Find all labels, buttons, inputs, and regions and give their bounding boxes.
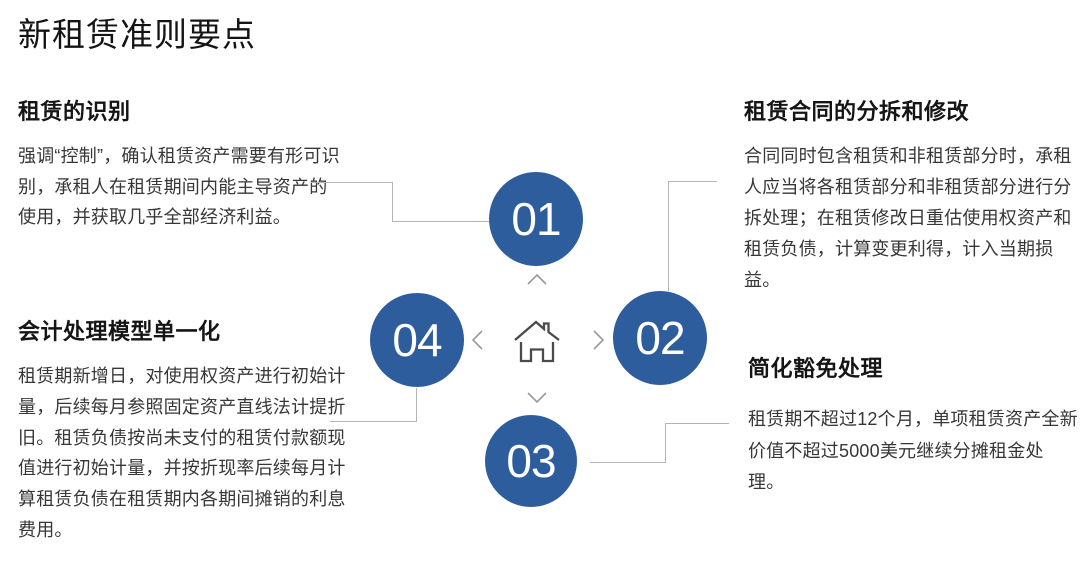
page-title: 新租赁准则要点	[18, 16, 256, 53]
section-title: 租赁合同的分拆和修改	[744, 99, 970, 124]
connector-02-v	[668, 181, 669, 291]
section-lease-identification: 租赁的识别 强调“控制”，确认租赁资产需要有形可识别，承租人在租赁期间内能主导资…	[18, 94, 340, 233]
node-number: 02	[635, 312, 685, 364]
chevron-left-icon	[471, 329, 484, 351]
node-circle-01: 01	[489, 172, 583, 266]
section-body: 强调“控制”，确认租赁资产需要有形可识别，承租人在租赁期间内能主导资产的使用，并…	[18, 146, 340, 227]
node-circle-02: 02	[613, 291, 707, 385]
connector-04-v	[416, 388, 417, 422]
section-simplified-exemption: 简化豁免处理 租赁期不超过12个月，单项租赁资产全新价值不超过5000美元继续分…	[748, 351, 1078, 499]
home-icon	[511, 318, 563, 366]
node-circle-03: 03	[485, 415, 577, 507]
chevron-up-icon	[526, 273, 548, 286]
chevron-right-icon	[592, 329, 605, 351]
connector-01-h1	[311, 182, 393, 183]
section-title: 简化豁免处理	[748, 356, 884, 381]
node-number: 01	[511, 193, 561, 245]
section-single-accounting-model: 会计处理模型单一化 租赁期新增日，对使用权资产进行初始计量，后续每月参照固定资产…	[18, 314, 358, 546]
connector-01-v	[392, 182, 393, 222]
section-body: 租赁期不超过12个月，单项租赁资产全新价值不超过5000美元继续分摊租金处理。	[748, 409, 1078, 492]
node-number: 04	[392, 314, 442, 366]
connector-03-h1	[590, 462, 666, 463]
connector-03-h2	[665, 423, 729, 424]
node-number: 03	[506, 435, 556, 487]
node-circle-04: 04	[370, 293, 464, 387]
section-title: 租赁的识别	[18, 99, 131, 124]
section-body: 合同同时包含租赁和非租赁部分时，承租人应当将各租赁部分和非租赁部分进行分拆处理；…	[744, 146, 1072, 290]
connector-01-h2	[392, 221, 489, 222]
section-contract-split-modify: 租赁合同的分拆和修改 合同同时包含租赁和非租赁部分时，承租人应当将各租赁部分和非…	[744, 94, 1074, 296]
connector-02-h	[668, 181, 717, 182]
section-title: 会计处理模型单一化	[18, 319, 221, 344]
chevron-down-icon	[526, 391, 548, 404]
section-body: 租赁期新增日，对使用权资产进行初始计量，后续每月参照固定资产直线法计提折旧。租赁…	[18, 366, 346, 540]
connector-03-v	[665, 423, 666, 463]
connector-04-h	[330, 421, 417, 422]
